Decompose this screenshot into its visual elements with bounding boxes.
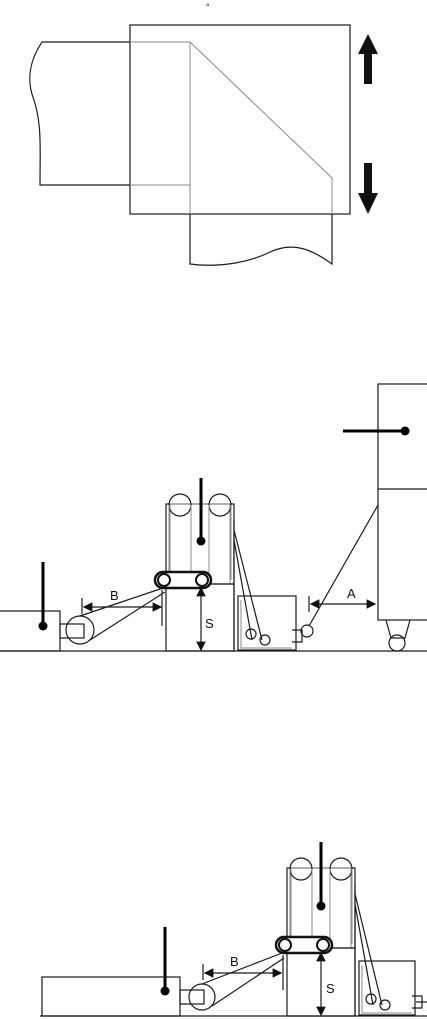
top-diagram: ° bbox=[30, 2, 378, 265]
label-s: S bbox=[205, 616, 214, 631]
web-left-bottom-2 bbox=[212, 958, 284, 1006]
right-guide-box bbox=[238, 596, 296, 650]
right-guide-box-bottom bbox=[359, 961, 415, 1015]
left-machine-box bbox=[0, 611, 60, 651]
top-mark: ° bbox=[206, 2, 210, 12]
tower-top-roller-left bbox=[169, 494, 191, 516]
left-paper-sheet bbox=[30, 42, 130, 185]
main-panel bbox=[130, 25, 350, 214]
right-guide-inner-bottom bbox=[362, 965, 412, 1013]
middle-diagram: B S A bbox=[0, 384, 427, 651]
left-roller-bottom bbox=[189, 984, 215, 1010]
web-left bbox=[80, 588, 163, 616]
web-left-bottom bbox=[202, 953, 282, 984]
right-feed-roller bbox=[301, 625, 313, 637]
tower-top-roller-right bbox=[209, 494, 231, 516]
label-b-bottom: B bbox=[230, 954, 239, 969]
web-left-2 bbox=[90, 592, 165, 640]
folded-sheet-edges bbox=[130, 42, 190, 214]
left-machine-pointer-dot bbox=[39, 622, 48, 631]
left-machine-box-bottom bbox=[42, 977, 180, 1016]
dancer-roller-left bbox=[158, 574, 170, 586]
dancer-roller-left-bottom bbox=[279, 939, 291, 951]
dancer-roller-right-bottom bbox=[317, 939, 329, 951]
right-cabinet-pointer-dot bbox=[401, 427, 410, 436]
label-b: B bbox=[110, 588, 119, 603]
tower-lower bbox=[166, 584, 234, 651]
label-a: A bbox=[347, 586, 356, 601]
left-roller-housing bbox=[60, 624, 84, 638]
bottom-diagram: B S bbox=[40, 842, 427, 1016]
bottom-paper-sheet bbox=[190, 214, 332, 265]
right-cabinet bbox=[378, 384, 427, 620]
dancer-roller-right bbox=[196, 574, 208, 586]
tower-pointer-dot bbox=[197, 537, 206, 546]
folded-sheet-outline bbox=[130, 42, 332, 214]
left-machine-pointer-dot-bottom bbox=[161, 987, 170, 996]
label-s-bottom: S bbox=[326, 981, 335, 996]
tower-top-roller-left-bottom bbox=[290, 858, 312, 880]
left-roller-housing-bottom bbox=[180, 990, 204, 1004]
arrow-down-icon bbox=[358, 163, 378, 214]
web-right bbox=[309, 505, 378, 626]
arrow-up-icon bbox=[358, 34, 378, 84]
tower-pointer-dot-bottom bbox=[317, 902, 326, 911]
tower-top-roller-right-bottom bbox=[330, 858, 352, 880]
left-roller bbox=[66, 616, 94, 644]
